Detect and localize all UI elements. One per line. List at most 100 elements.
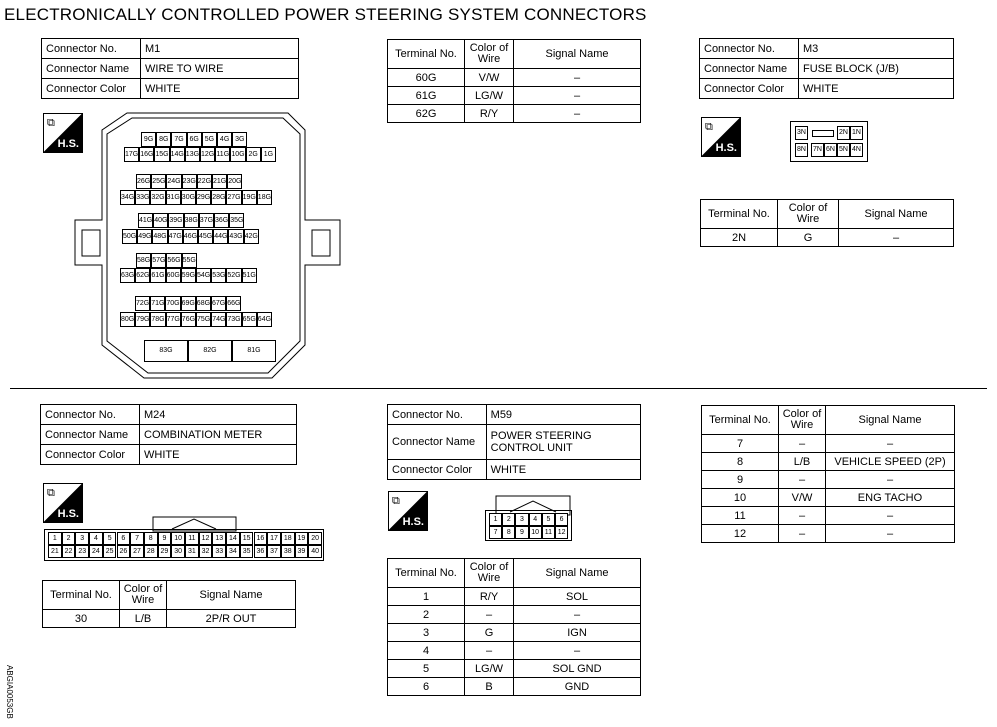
latch — [812, 130, 834, 137]
section-divider — [10, 388, 987, 389]
pin: 41G — [138, 213, 154, 228]
pin: 38 — [280, 545, 295, 558]
connector-icon: ⧉ — [392, 495, 400, 507]
pin: 31 — [185, 545, 199, 558]
m1-connector-name: WIRE TO WIRE — [140, 58, 299, 79]
signal-name: VEHICLE SPEED (2P) — [825, 452, 955, 471]
terminal-no: 30 — [42, 609, 120, 628]
signal-name: – — [838, 228, 954, 247]
pin: 9 — [515, 526, 529, 539]
pin: 11G — [215, 147, 231, 162]
label: Connector Color — [387, 459, 487, 480]
pin: 7G — [171, 132, 187, 147]
signal-name: 2P/R OUT — [166, 609, 296, 628]
wire-color: – — [464, 641, 514, 660]
terminal-no: 7 — [701, 434, 779, 453]
pin: 22 — [61, 545, 76, 558]
pin: 27G — [226, 190, 242, 205]
terminal-no: 5 — [387, 659, 465, 678]
pin: 1 — [48, 532, 62, 545]
signal-name: – — [513, 86, 641, 105]
pin: 31G — [165, 190, 181, 205]
pin: 4N — [850, 143, 863, 157]
connector-icon: ⧉ — [47, 487, 55, 499]
pin: 30G — [180, 190, 196, 205]
pin: 46G — [182, 229, 198, 244]
pin: 13 — [212, 532, 227, 545]
pin: 23 — [75, 545, 90, 558]
pin: 65G — [241, 312, 257, 327]
signal-name: SOL GND — [513, 659, 641, 678]
label: Connector No. — [41, 38, 141, 59]
pin: 7N — [811, 143, 824, 157]
pin: 82G — [188, 340, 232, 362]
pin: 60G — [165, 268, 181, 283]
pin: 33 — [212, 545, 227, 558]
pin: 22G — [196, 174, 212, 189]
label: Connector Name — [40, 424, 140, 445]
terminal-no: 2 — [387, 605, 465, 624]
pin: 35G — [229, 213, 245, 228]
label: Connector Color — [40, 444, 140, 465]
pin: 25 — [102, 545, 117, 558]
terminal-no: 2N — [700, 228, 778, 247]
terminal-no: 4 — [387, 641, 465, 660]
pin: 8N — [795, 143, 808, 157]
terminal-no: 8 — [701, 452, 779, 471]
page-title: ELECTRONICALLY CONTROLLED POWER STEERING… — [4, 5, 647, 24]
wire-color: L/B — [119, 609, 167, 628]
harness-side-icon: ⧉ H.S. — [388, 491, 428, 531]
m3-signal-table: Terminal No. Color of Wire Signal Name 2… — [700, 199, 954, 247]
pin: 11 — [185, 532, 199, 545]
harness-side-icon: ⧉ H.S. — [43, 113, 83, 153]
pin: 64G — [256, 312, 272, 327]
signal-name: – — [825, 470, 955, 489]
table-row: 2–– — [387, 605, 641, 624]
pin: 44G — [213, 229, 229, 244]
wire-color: V/W — [464, 68, 514, 87]
pin: 7 — [489, 526, 503, 539]
signal-name: IGN — [513, 623, 641, 642]
table-row: 7–– — [701, 434, 955, 453]
pin: 23G — [181, 174, 197, 189]
pin: 3 — [75, 532, 90, 545]
terminal-no: 62G — [387, 104, 465, 123]
signal-name: – — [513, 641, 641, 660]
pin: 19 — [294, 532, 309, 545]
pin: 62G — [135, 268, 151, 283]
pin: 66G — [226, 296, 242, 311]
pin: 3N — [795, 126, 808, 140]
pin: 50G — [122, 229, 138, 244]
pin: 20G — [227, 174, 243, 189]
m24-signal-table: Terminal No. Color of Wire Signal Name 3… — [42, 580, 296, 628]
col-color-of-wire: Color of Wire — [777, 199, 839, 229]
m59-signal-table-continued: Terminal No. Color of Wire Signal Name 7… — [701, 405, 955, 543]
pin: 8 — [502, 526, 516, 539]
pin: 49G — [137, 229, 153, 244]
label: Connector Name — [41, 58, 141, 79]
wire-color: L/B — [778, 452, 826, 471]
pin: 6N — [824, 143, 837, 157]
m3-connector-name: FUSE BLOCK (J/B) — [798, 58, 954, 79]
pin: 18G — [256, 190, 272, 205]
m1-signal-table: Terminal No. Color of Wire Signal Name 6… — [387, 39, 641, 123]
pin: 37 — [267, 545, 281, 558]
col-terminal-no: Terminal No. — [387, 39, 465, 69]
pin: 61G — [150, 268, 166, 283]
table-row: 11–– — [701, 506, 955, 525]
pin: 38G — [183, 213, 199, 228]
pin: 28G — [211, 190, 227, 205]
pin: 83G — [144, 340, 188, 362]
col-color-of-wire: Color of Wire — [778, 405, 826, 435]
pin: 28 — [143, 545, 158, 558]
pin: 12G — [200, 147, 216, 162]
pin: 1G — [260, 147, 276, 162]
